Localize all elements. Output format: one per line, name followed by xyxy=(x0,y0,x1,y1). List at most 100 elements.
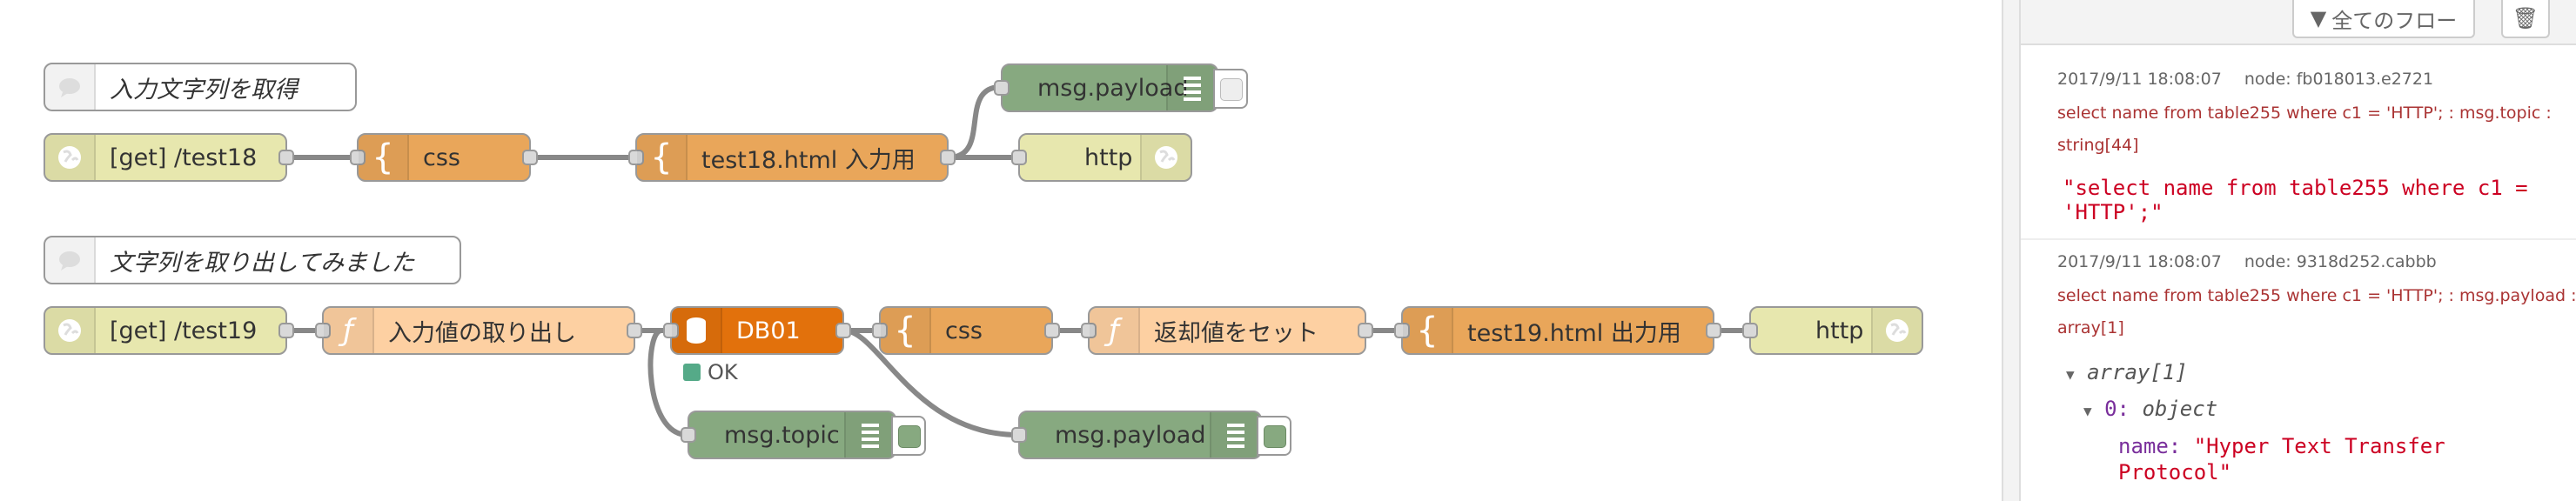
debug-node-payload[interactable]: msg.payload xyxy=(1011,411,1291,459)
input-port[interactable] xyxy=(628,150,644,165)
debug-sidebar: ▼ 全てのフロー 🗑 2017/9/11 18:08:07 node: fb01… xyxy=(2019,0,2576,501)
input-port[interactable] xyxy=(681,427,696,443)
globe-icon xyxy=(45,135,96,180)
debug-message: 2017/9/11 18:08:07 node: fb018013.e2721 … xyxy=(2021,64,2576,240)
message-time: 2017/9/11 18:08:07 xyxy=(2057,70,2222,89)
tree-row-index[interactable]: ▼ 0: object xyxy=(2066,397,2445,433)
template-node-css[interactable]: { css xyxy=(872,306,1060,355)
message-topic: select name from table255 where c1 = 'HT… xyxy=(2057,104,2552,123)
comment-node[interactable]: 入力文字列を取得 xyxy=(44,63,357,111)
template-brace-icon: { xyxy=(637,135,688,180)
input-port[interactable] xyxy=(1011,150,1027,165)
globe-icon xyxy=(1140,135,1191,180)
debug-toggle-button[interactable] xyxy=(891,416,926,456)
input-port[interactable] xyxy=(1742,323,1758,338)
filter-icon: ▼ xyxy=(2310,6,2327,30)
template-node-test19[interactable]: { test19.html 出力用 xyxy=(1394,306,1721,355)
input-port[interactable] xyxy=(1081,323,1097,338)
comment-node[interactable]: 文字列を取り出してみました xyxy=(44,236,461,284)
debug-toggle-button[interactable] xyxy=(1213,69,1248,109)
tree-index: 0: xyxy=(2104,397,2130,421)
function-node-extract[interactable]: ƒ 入力値の取り出し xyxy=(315,306,642,355)
wire xyxy=(843,328,1019,438)
message-node-link[interactable]: node: 9318d252.cabbb xyxy=(2244,252,2437,271)
tree-value: "Hyper Text Transfer xyxy=(2193,434,2445,458)
template-brace-icon: { xyxy=(881,308,931,353)
debug-label: msg.payload xyxy=(1037,74,1189,102)
database-node[interactable]: DB01 xyxy=(663,306,851,355)
message-node-link[interactable]: node: fb018013.e2721 xyxy=(2244,70,2434,89)
output-port[interactable] xyxy=(835,323,851,338)
http-response-label: http xyxy=(1084,144,1133,171)
input-port[interactable] xyxy=(1394,323,1410,338)
input-port[interactable] xyxy=(315,323,331,338)
http-in-node[interactable]: [get] /test18 xyxy=(44,133,294,182)
output-port[interactable] xyxy=(278,150,294,165)
template-brace-icon: { xyxy=(359,135,409,180)
debug-toolbar: ▼ 全てのフロー 🗑 xyxy=(2021,0,2576,45)
debug-node-topic[interactable]: msg.topic xyxy=(681,411,926,459)
tree-value-cont: Protocol" xyxy=(2118,460,2232,484)
template-label: test19.html 出力用 xyxy=(1467,319,1681,347)
sidebar-resize-handle[interactable] xyxy=(2002,0,2021,501)
filter-label: 全てのフロー xyxy=(2331,8,2458,33)
output-port[interactable] xyxy=(522,150,538,165)
message-value: "select name from table255 where c1 = xyxy=(2063,176,2528,200)
http-response-label: http xyxy=(1815,317,1864,344)
http-in-label: [get] /test19 xyxy=(110,317,258,344)
comment-icon xyxy=(45,237,96,283)
globe-icon xyxy=(45,308,96,353)
clear-messages-button[interactable]: 🗑 xyxy=(2501,0,2550,38)
output-port[interactable] xyxy=(1706,323,1721,338)
message-time: 2017/9/11 18:08:07 xyxy=(2057,252,2222,271)
template-label: css xyxy=(945,317,983,344)
message-value-cont: 'HTTP';" xyxy=(2063,200,2163,224)
template-node-test18[interactable]: { test18.html 入力用 xyxy=(628,133,956,182)
tree-array-type: array[1] xyxy=(2087,360,2188,384)
debug-toggle-button[interactable] xyxy=(1257,416,1291,456)
output-port[interactable] xyxy=(627,323,642,338)
output-port[interactable] xyxy=(1044,323,1060,338)
http-in-node[interactable]: [get] /test19 xyxy=(44,306,294,355)
output-port[interactable] xyxy=(278,323,294,338)
filter-flows-button[interactable]: ▼ 全てのフロー xyxy=(2292,0,2475,38)
trash-icon: 🗑 xyxy=(2512,6,2539,30)
debug-node-payload[interactable]: msg.payload xyxy=(994,63,1248,112)
tree-row-array[interactable]: ▼ array[1] xyxy=(2066,360,2445,397)
input-port[interactable] xyxy=(1011,427,1027,443)
status-text: OK xyxy=(708,360,738,384)
debug-label: msg.payload xyxy=(1055,421,1206,449)
debug-message: 2017/9/11 18:08:07 node: 9318d252.cabbb … xyxy=(2021,247,2576,501)
message-topic: select name from table255 where c1 = 'HT… xyxy=(2057,286,2576,305)
expand-caret-icon: ▼ xyxy=(2083,403,2092,419)
comment-icon xyxy=(45,64,96,110)
wire xyxy=(948,84,1002,160)
database-status: OK xyxy=(683,360,738,384)
tree-key: name: xyxy=(2118,434,2182,458)
input-port[interactable] xyxy=(994,80,1010,96)
flow-canvas[interactable]: 入力文字列を取得 [get] /test18 { css { test18.ht… xyxy=(0,0,2002,501)
function-icon: ƒ xyxy=(324,308,374,353)
function-node-set-return[interactable]: ƒ 返却値をセット xyxy=(1081,306,1373,355)
function-label: 入力値の取り出し xyxy=(388,319,576,347)
message-type: string[44] xyxy=(2057,136,2139,155)
object-tree: ▼ array[1] ▼ 0: object name: "Hyper Text… xyxy=(2066,360,2445,485)
message-type: array[1] xyxy=(2057,318,2124,337)
database-label: DB01 xyxy=(736,317,801,344)
output-port[interactable] xyxy=(1358,323,1373,338)
output-port[interactable] xyxy=(940,150,956,165)
debug-list-icon xyxy=(1210,412,1260,458)
status-dot-icon xyxy=(683,364,701,381)
http-response-node[interactable]: http xyxy=(1011,133,1192,182)
template-node-css[interactable]: { css xyxy=(350,133,538,182)
input-port[interactable] xyxy=(872,323,888,338)
http-in-label: [get] /test18 xyxy=(110,144,258,171)
globe-icon xyxy=(1871,308,1922,353)
tree-row-property: name: "Hyper Text Transfer Protocol" xyxy=(2066,433,2445,485)
input-port[interactable] xyxy=(663,323,679,338)
function-label: 返却値をセット xyxy=(1154,319,1318,347)
comment-label: 文字列を取り出してみました xyxy=(110,249,415,277)
comment-label: 入力文字列を取得 xyxy=(110,76,298,104)
http-response-node[interactable]: http xyxy=(1742,306,1923,355)
input-port[interactable] xyxy=(350,150,366,165)
